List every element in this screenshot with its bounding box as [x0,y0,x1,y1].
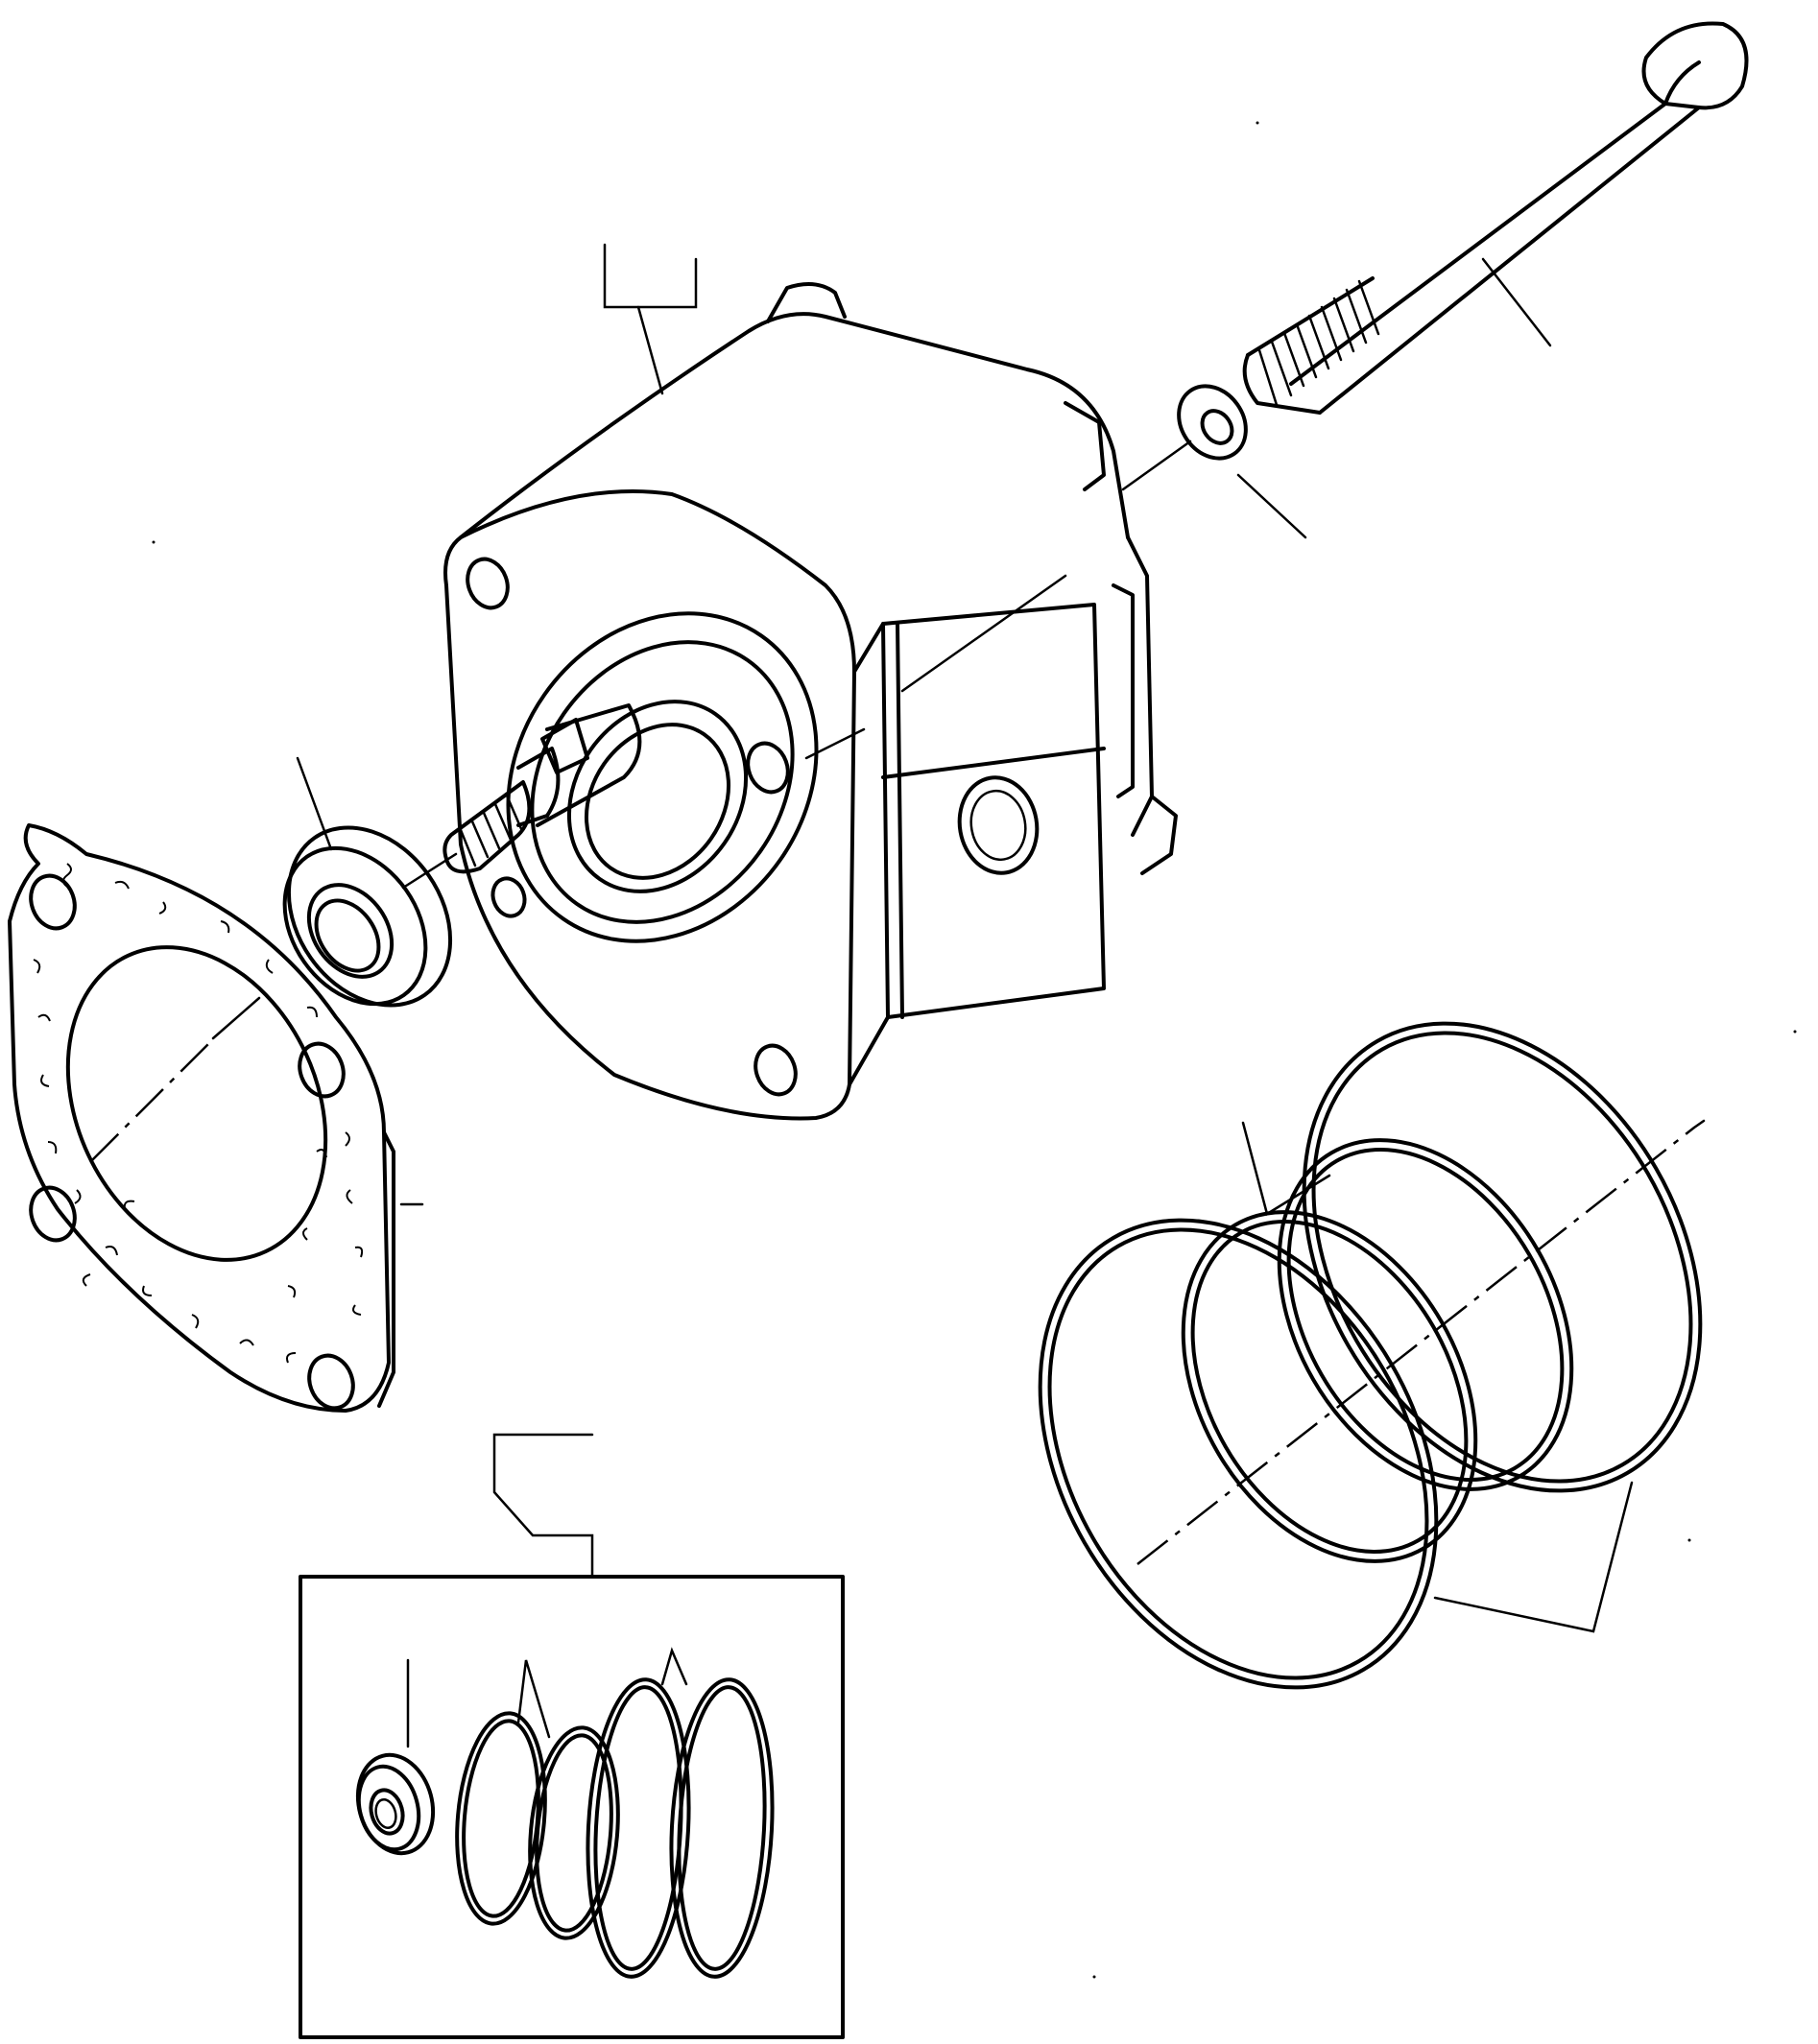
inner-ring-callout [1241,1121,1331,1216]
washer-leader-line [1236,473,1307,539]
shaft-seal [282,756,458,1008]
kit-callout-bracket [492,1433,594,1579]
pump-callout-bracket [603,243,698,309]
seal-kit [299,1433,845,2039]
flange-gasket [8,823,424,1413]
long-bolt [1242,21,1749,415]
washer [1121,384,1307,539]
pump-leader-line [636,305,664,395]
bolt-leader-line [1481,257,1552,347]
scan-speckles [152,121,1797,1979]
outer-ring-callout [1433,1481,1634,1633]
o-ring-set [1038,1021,1706,1690]
pump-body [443,243,1178,1121]
seal-leader-line [296,756,333,851]
